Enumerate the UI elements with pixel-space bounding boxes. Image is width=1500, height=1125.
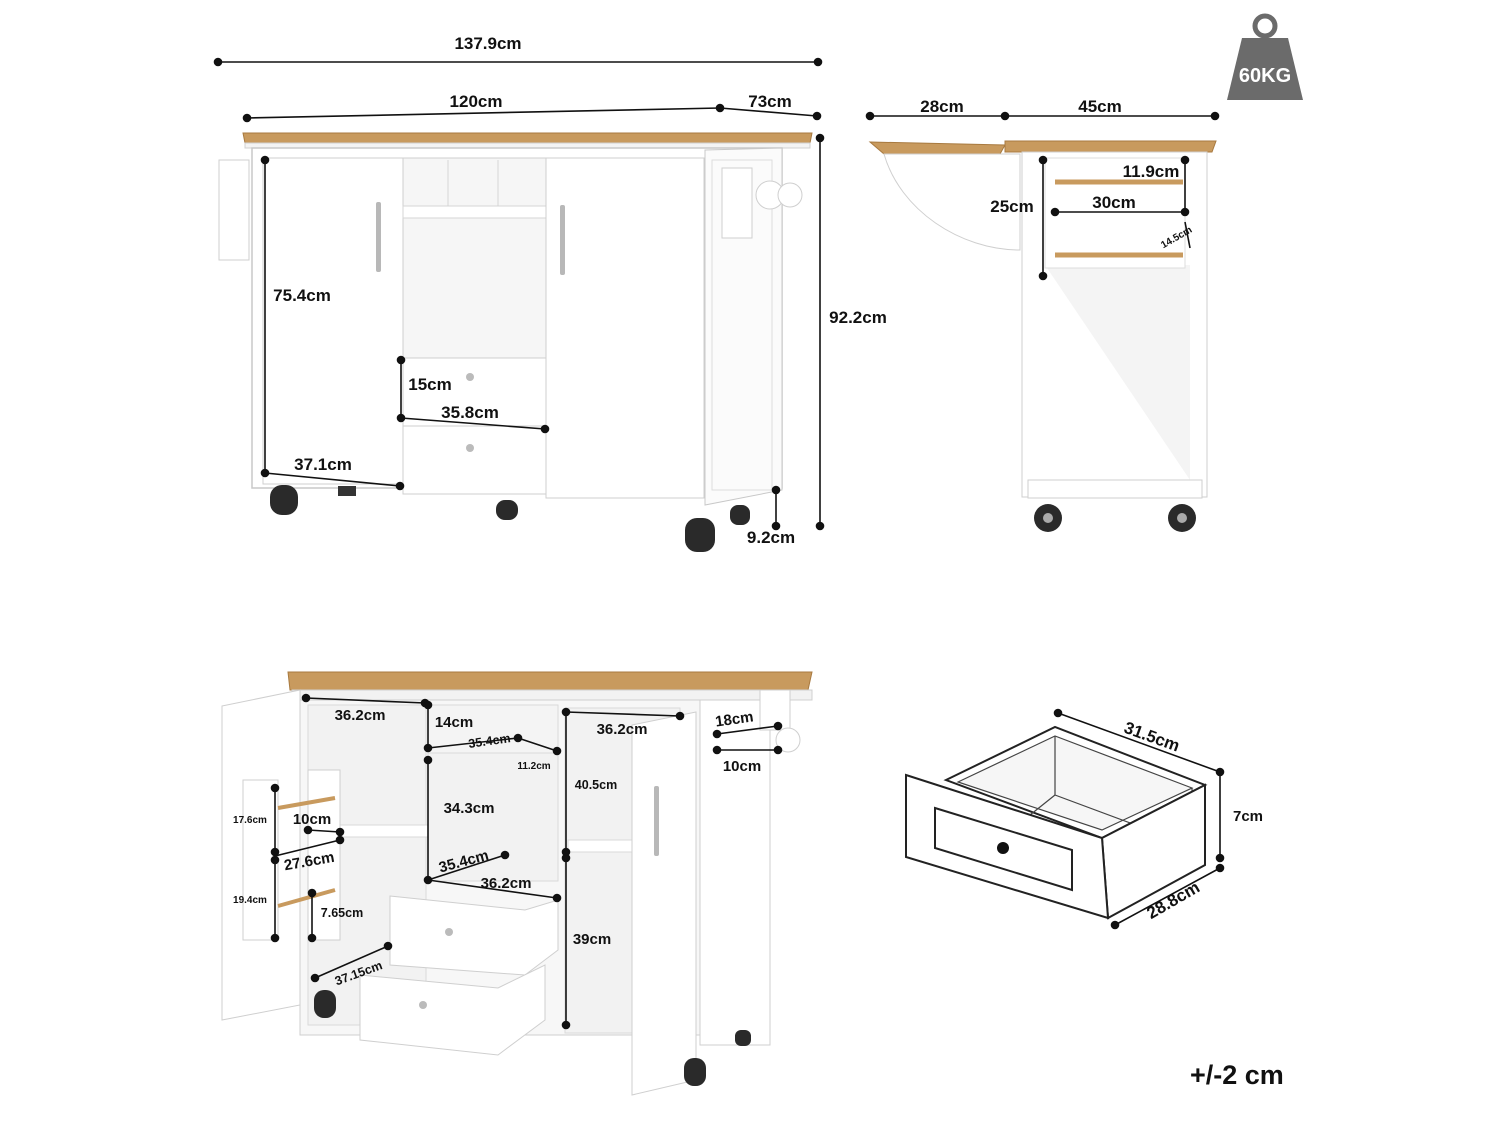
drawer-height-label: 7cm (1233, 808, 1263, 825)
door-shelf-rail-top (277, 796, 336, 810)
drawer-inner-floor (1029, 794, 1056, 816)
front-dimension-lines (213, 57, 825, 531)
tolerance-note: +/-2 cm (1190, 1060, 1284, 1090)
wheel-height-label: 9.2cm (747, 528, 795, 547)
drop-leaf (868, 141, 1006, 155)
open-view: 36.2cm 14cm 35.4cm 11.2cm 36.2cm 18cm 10… (221, 671, 813, 1096)
caster-wheels (270, 485, 750, 552)
left-compartment-width-label: 36.2cm (335, 707, 386, 724)
rack-width-label: 30cm (1092, 193, 1135, 212)
door-height-label: 75.4cm (273, 286, 331, 305)
open-towel-rack-end (775, 727, 801, 753)
countertop (242, 132, 813, 144)
side-wheels (1034, 504, 1196, 532)
depth-label: 73cm (748, 92, 791, 111)
upper-drawer-knob (466, 373, 474, 381)
weight-icon (1227, 13, 1303, 100)
right-compartment-width-label: 36.2cm (597, 721, 648, 738)
door-shelf-top-height-label: 17.6cm (233, 815, 267, 826)
towel-bar-length-label: 18cm (714, 708, 754, 730)
left-door (262, 157, 404, 485)
open-wheels (314, 990, 751, 1086)
cubby-width-label: 35.4cm (467, 731, 511, 751)
drawer-width-label: 35.8cm (441, 403, 499, 422)
right-open-door-handle (654, 786, 659, 856)
cubby-divider-label: 11.2cm (517, 761, 550, 772)
right-shelf (567, 839, 639, 853)
side-spice-rack (218, 159, 250, 261)
drawer-knob (997, 842, 1009, 854)
towel-bar-depth-label: 10cm (723, 758, 761, 775)
towel-rack-end-2 (777, 182, 803, 208)
open-side (699, 699, 771, 1046)
open-countertop (287, 671, 813, 691)
overall-width-label: 137.9cm (454, 34, 521, 53)
door-shelf-depth-label: 10cm (293, 811, 331, 828)
top-width-label: 120cm (450, 92, 503, 111)
side-base (1027, 479, 1203, 499)
lower-drawer-knob (466, 444, 474, 452)
side-dimension-lines (865, 111, 1220, 281)
cubby-shelf (402, 205, 547, 219)
right-door-handle (560, 205, 565, 275)
open-dimension-lines (270, 693, 783, 1030)
cubby-height-label: 14cm (435, 714, 473, 731)
drawer-width-label: 31.5cm (1122, 718, 1183, 756)
open-countertop-edge (291, 689, 813, 701)
drawer-detail: 31.5cm 7cm 28.8cm (905, 708, 1263, 930)
right-upper-height-label: 40.5cm (575, 778, 617, 792)
weight-label: 60KG (1239, 65, 1291, 87)
middle-height-label: 34.3cm (444, 800, 495, 817)
drawer-height-label: 15cm (408, 375, 451, 394)
side-view: 28cm 45cm 25cm 11.9cm 30cm 14.5cm (865, 97, 1220, 532)
door-width-label: 37.1cm (294, 455, 352, 474)
towel-rack (721, 167, 753, 239)
total-height-label: 92.2cm (829, 308, 887, 327)
right-lower-height-label: 39cm (573, 931, 611, 948)
middle-width-label: 36.2cm (481, 875, 532, 892)
open-drawer-upper-knob (445, 928, 453, 936)
right-open-door (631, 711, 697, 1096)
center-open-shelf (402, 157, 547, 359)
lower-drawer (402, 425, 547, 495)
rack-area (1044, 157, 1186, 269)
right-door (545, 157, 705, 499)
door-shelf-rail-bottom (277, 888, 336, 908)
open-drawer-lower (359, 964, 546, 1056)
rack-height-label: 11.9cm (1123, 162, 1180, 181)
side-shadow (1045, 265, 1190, 480)
front-view: 137.9cm 120cm 73cm 92.2cm 75.4cm 37.1cm … (213, 34, 887, 552)
drop-leaf-label: 28cm (920, 97, 963, 116)
door-shelf-rail-label: 7.65cm (321, 906, 363, 920)
door-shelf-bottom-height-label: 19.4cm (233, 895, 267, 906)
left-shelf (339, 824, 429, 838)
body-depth-label: 45cm (1078, 97, 1121, 116)
side-countertop (1004, 140, 1217, 153)
drawer-dimension-lines (1053, 708, 1225, 930)
open-drawer-lower-knob (419, 1001, 427, 1009)
upper-drawer (402, 357, 547, 427)
side-inset-panel (711, 159, 773, 491)
drop-leaf-bracket (883, 153, 1021, 251)
left-door-handle (376, 202, 381, 272)
leaf-drop-label: 25cm (990, 197, 1033, 216)
open-drawer-upper (389, 895, 559, 976)
